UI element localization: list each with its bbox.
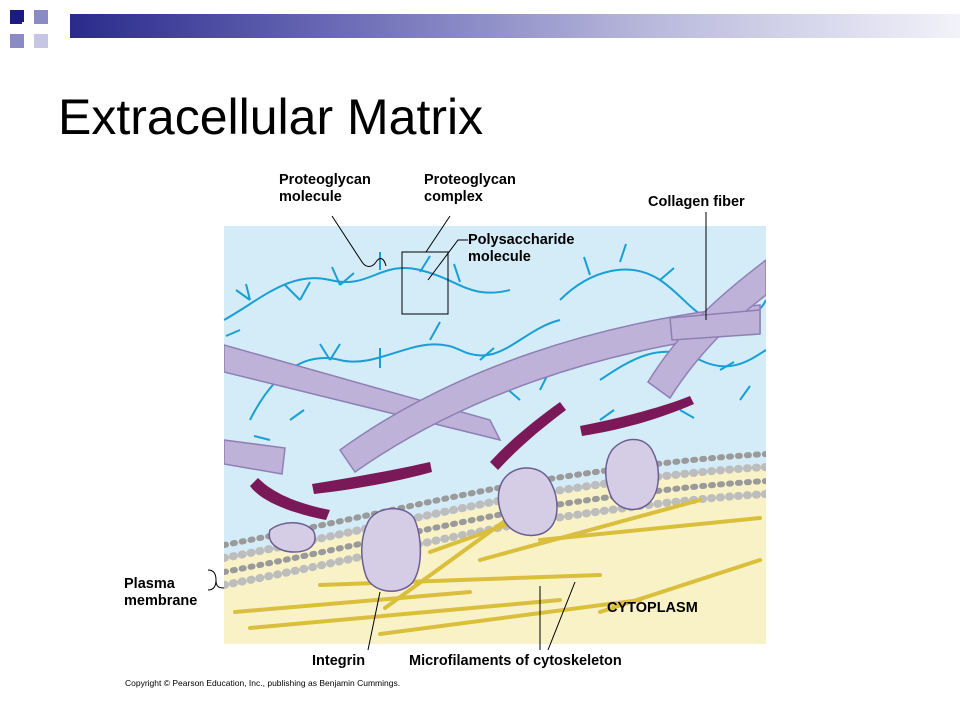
collagen-fibers (224, 259, 766, 475)
fibronectin-molecules (250, 396, 694, 520)
label-collagen-fiber: Collagen fiber (648, 194, 745, 210)
integrin-proteins (268, 438, 660, 592)
title-accent-bar (70, 14, 960, 38)
label-polysaccharide-molecule: Polysaccharide molecule (468, 232, 575, 265)
corner-decoration (0, 0, 80, 60)
label-proteoglycan-molecule: Proteoglycan molecule (279, 172, 371, 205)
label-integrin: Integrin (312, 653, 366, 669)
copyright-notice: Copyright © Pearson Education, Inc., pub… (125, 678, 401, 688)
label-microfilaments: Microfilaments of cytoskeleton (409, 653, 622, 669)
microfilaments (233, 498, 762, 636)
label-plasma-membrane: Plasma membrane (124, 576, 198, 609)
proteoglycan-network (224, 243, 766, 441)
label-leader-lines (207, 212, 707, 651)
label-proteoglycan-complex: Proteoglycan complex (424, 172, 516, 205)
slide-title: Extracellular Matrix (58, 89, 484, 145)
label-cytoplasm: CYTOPLASM (607, 600, 698, 616)
